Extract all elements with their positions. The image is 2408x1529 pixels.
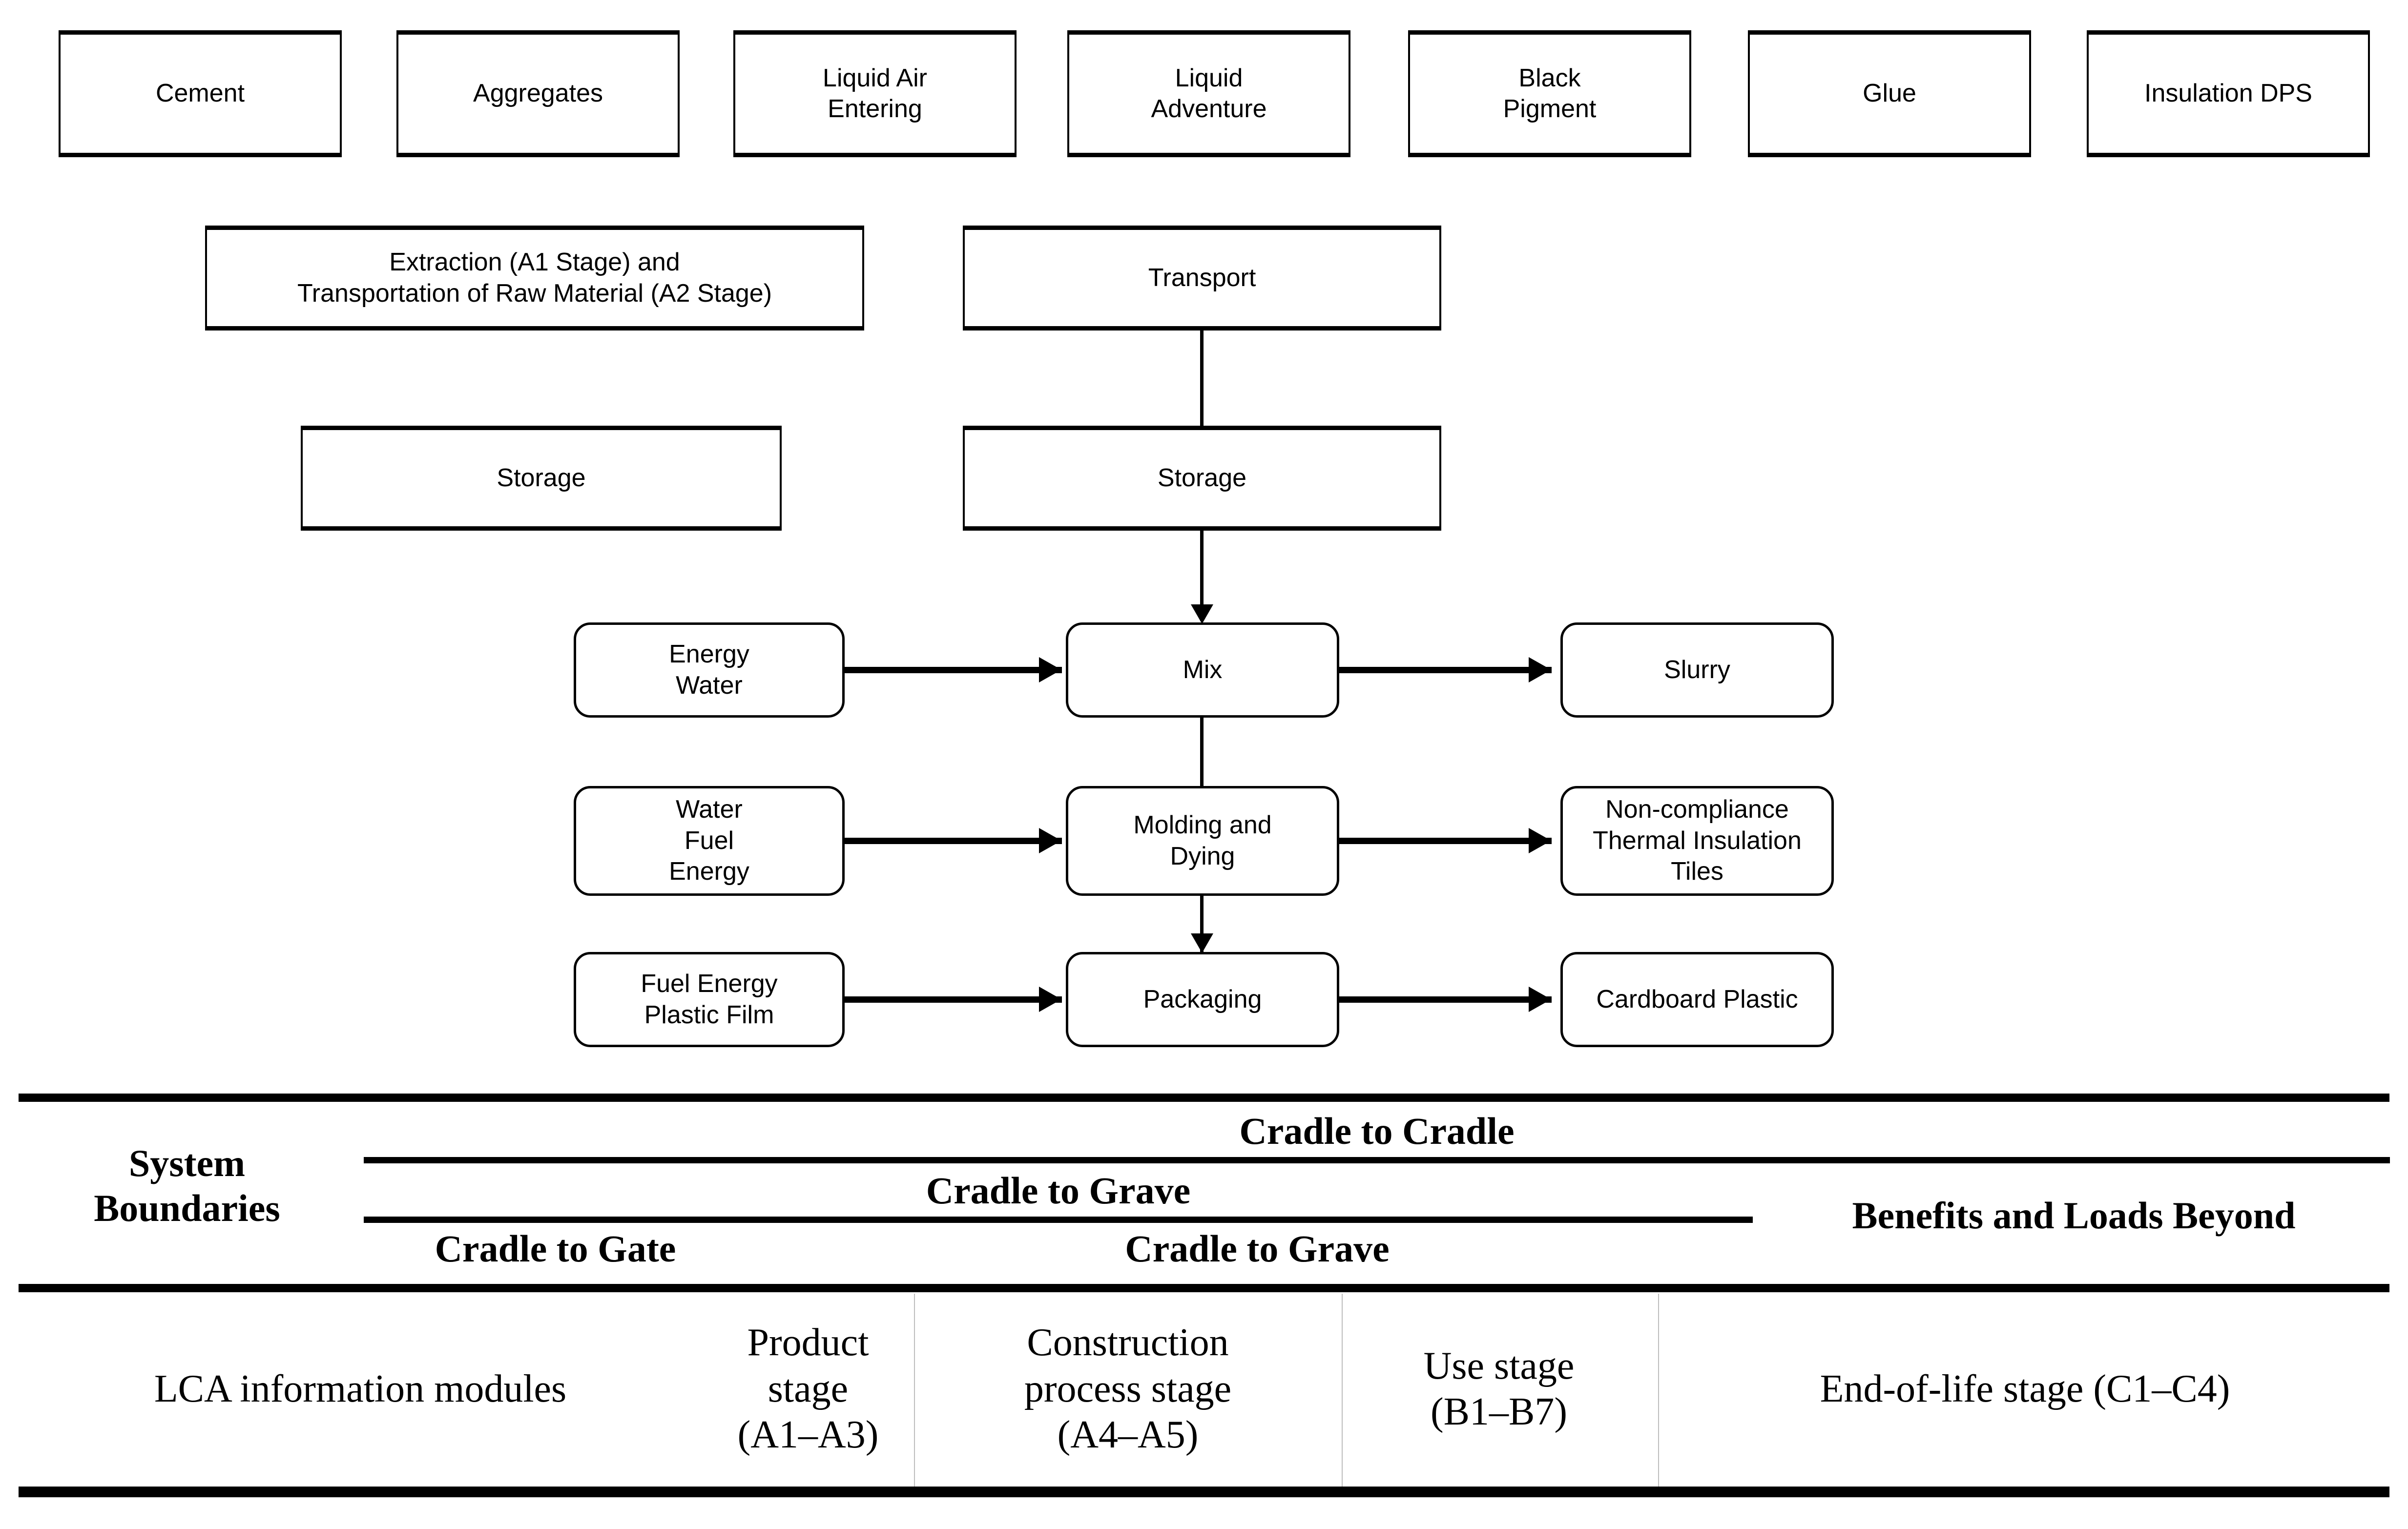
header-tier2-cradle-to-grave: Cradle to Grave <box>364 1167 1753 1215</box>
raw-material-label: Liquid Air Entering <box>823 63 927 123</box>
process-input-box-energy-water: Energy Water <box>574 622 845 718</box>
extraction-box: Extraction (A1 Stage) and Transportation… <box>205 226 864 331</box>
raw-material-label: Insulation DPS <box>2144 79 2312 108</box>
raw-material-label: Glue <box>1863 79 1916 108</box>
process-output-label: Slurry <box>1664 655 1730 684</box>
process-box-mix: Mix <box>1066 622 1339 718</box>
raw-material-label: Cement <box>155 79 245 108</box>
transport-box: Transport <box>963 226 1441 331</box>
arrow-shaft-packaging-to-cardboard <box>1339 996 1552 1003</box>
storage-box-left: Storage <box>301 426 782 531</box>
arrow-shaft-water-to-molding <box>845 838 1062 844</box>
header-tier3-b-label: Cradle to Grave <box>1125 1227 1390 1270</box>
raw-material-label: Liquid Adventure <box>1151 63 1267 123</box>
raw-material-box-cement: Cement <box>59 30 342 157</box>
cell-end-of-life-stage: End-of-life stage (C1–C4) <box>1660 1294 2390 1484</box>
system-boundaries-table: Cradle to Cradle Cradle to Grave Benefit… <box>0 1089 2408 1529</box>
connector-storage-to-mix-arrowhead <box>1191 604 1213 624</box>
table-bottom-rule <box>19 1487 2389 1497</box>
process-output-box-thermal-insulation-tiles: Non-compliance Thermal Insulation Tiles <box>1560 786 1834 896</box>
raw-material-box-black-pigment: Black Pigment <box>1408 30 1691 157</box>
process-box-molding-and-dying: Molding and Dying <box>1066 786 1339 896</box>
connector-molding-to-packaging-arrowhead <box>1191 933 1213 953</box>
process-input-label: Water Fuel Energy <box>669 795 749 886</box>
process-output-box-cardboard-plastic: Cardboard Plastic <box>1560 952 1834 1047</box>
process-label: Molding and Dying <box>1133 811 1272 870</box>
arrow-head-fuel-to-packaging <box>1039 987 1061 1012</box>
cell-lca-information-modules: LCA information modules <box>19 1294 702 1484</box>
process-input-box-fuel-energy-plastic-film: Fuel Energy Plastic Film <box>574 952 845 1047</box>
module-label: Product stage (A1–A3) <box>737 1321 879 1457</box>
process-label: Packaging <box>1143 985 1262 1013</box>
module-label: End-of-life stage (C1–C4) <box>1820 1367 2230 1410</box>
raw-material-label: Black Pigment <box>1503 63 1597 123</box>
storage-box-center: Storage <box>963 426 1441 531</box>
storage-label: Storage <box>497 463 586 492</box>
extraction-label: Extraction (A1 Stage) and Transportation… <box>297 248 772 308</box>
cell-use-stage: Use stage (B1–B7) <box>1343 1294 1655 1484</box>
header-benefits-and-loads-beyond: Benefits and Loads Beyond <box>1758 1167 2390 1264</box>
table-top-rule <box>19 1094 2389 1102</box>
raw-material-box-glue: Glue <box>1748 30 2031 157</box>
header-benefits-label: Benefits and Loads Beyond <box>1852 1194 2296 1237</box>
cell-construction-process-stage: Construction process stage (A4–A5) <box>915 1294 1340 1484</box>
module-label: Use stage (B1–B7) <box>1423 1344 1575 1433</box>
process-input-label: Energy Water <box>669 640 749 700</box>
cell-product-stage: Product stage (A1–A3) <box>703 1294 913 1484</box>
arrow-shaft-energy-to-mix <box>845 667 1062 673</box>
column-separator-1 <box>914 1294 915 1487</box>
process-input-label: Fuel Energy Plastic Film <box>641 970 778 1029</box>
process-output-label: Cardboard Plastic <box>1596 985 1798 1013</box>
connector-storage-to-mix-line <box>1200 531 1204 621</box>
row-label-system-boundaries: System Boundaries <box>19 1107 355 1264</box>
raw-material-box-aggregates: Aggregates <box>396 30 680 157</box>
connector-transport-to-storage <box>1200 331 1204 427</box>
system-boundaries-label: System Boundaries <box>94 1141 280 1229</box>
rule-under-cradle-to-cradle <box>364 1157 2390 1163</box>
column-separator-2 <box>1342 1294 1343 1487</box>
process-output-box-slurry: Slurry <box>1560 622 1834 718</box>
process-output-label: Non-compliance Thermal Insulation Tiles <box>1593 795 1802 886</box>
module-label: Construction process stage (A4–A5) <box>1024 1321 1232 1457</box>
raw-material-box-insulation-dps: Insulation DPS <box>2087 30 2370 157</box>
header-tier3-cradle-to-gate: Cradle to Gate <box>364 1226 747 1271</box>
raw-material-box-liquid-adventure: Liquid Adventure <box>1067 30 1350 157</box>
header-tier1-label: Cradle to Cradle <box>1239 1109 1515 1152</box>
header-tier2-left-label: Cradle to Grave <box>926 1169 1191 1212</box>
process-label: Mix <box>1183 655 1223 684</box>
connector-molding-to-packaging-line <box>1200 896 1204 955</box>
arrow-head-molding-to-tiles <box>1529 828 1551 853</box>
lca-modules-label: LCA information modules <box>154 1367 567 1410</box>
connector-mix-to-molding <box>1200 718 1204 786</box>
storage-label: Storage <box>1157 463 1247 492</box>
header-tier3-cradle-to-grave: Cradle to Grave <box>762 1226 1753 1271</box>
arrow-head-packaging-to-cardboard <box>1529 987 1551 1012</box>
header-tier1-cradle-to-cradle: Cradle to Cradle <box>364 1107 2390 1155</box>
rule-under-header-block <box>19 1284 2389 1292</box>
raw-material-label: Aggregates <box>473 79 603 108</box>
arrow-head-mix-to-slurry <box>1529 657 1551 682</box>
arrow-head-water-to-molding <box>1039 828 1061 853</box>
arrow-shaft-fuel-to-packaging <box>845 996 1062 1003</box>
process-box-packaging: Packaging <box>1066 952 1339 1047</box>
arrow-head-energy-to-mix <box>1039 657 1061 682</box>
process-input-box-water-fuel-energy: Water Fuel Energy <box>574 786 845 896</box>
rule-under-cradle-to-grave <box>364 1217 1753 1223</box>
transport-label: Transport <box>1148 263 1256 292</box>
header-tier3-a-label: Cradle to Gate <box>435 1227 676 1270</box>
column-separator-3 <box>1658 1294 1659 1487</box>
arrow-shaft-molding-to-tiles <box>1339 838 1552 844</box>
raw-material-box-liquid-air-entering: Liquid Air Entering <box>733 30 1017 157</box>
arrow-shaft-mix-to-slurry <box>1339 667 1552 673</box>
